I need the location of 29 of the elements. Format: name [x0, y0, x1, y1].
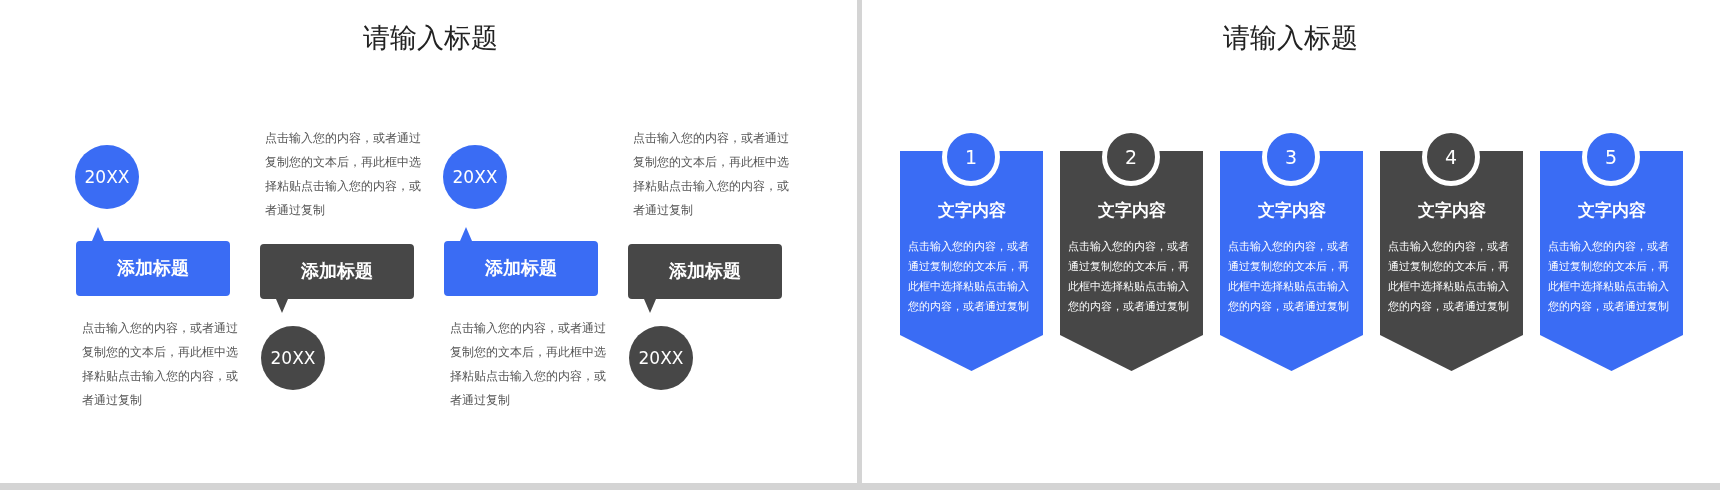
chevron-banner: [1380, 151, 1523, 371]
banner-heading: 文字内容: [936, 199, 1007, 222]
year-circle: 20XX: [443, 145, 507, 209]
banner-heading: 文字内容: [1416, 199, 1487, 222]
chevron-banner: [900, 151, 1043, 371]
description-text: 点击输入您的内容，或者通过复制您的文本后，再此框中选择粘贴点击输入您的内容，或者通过复制: [450, 320, 607, 409]
speech-bubble: 添加标题: [76, 227, 230, 296]
slide-title: 请输入标题: [361, 21, 499, 55]
description-text: 点击输入您的内容，或者通过复制您的文本后，再此框中选择粘贴点击输入您的内容，或者通过复制: [82, 320, 239, 409]
description-text: 点击输入您的内容，或者通过复制您的文本后，再此框中选择粘贴点击输入您的内容，或者通过复制: [265, 130, 422, 219]
banner-heading: 文字内容: [1096, 199, 1167, 222]
chevron-banner: [1540, 151, 1683, 371]
slide-title: 请输入标题: [1221, 21, 1359, 55]
description-text: 点击输入您的内容，或者通过复制您的文本后，再此框中选择粘贴点击输入您的内容，或者通过复制: [633, 130, 790, 219]
chevron-banner: [1060, 151, 1203, 371]
year-circle: 20XX: [261, 326, 325, 390]
banner-heading: 文字内容: [1576, 199, 1647, 222]
banner-text: 点击输入您的内容，或者通过复制您的文本后，再此框中选择粘贴点击输入您的内容，或者通过复制: [1228, 239, 1350, 315]
banner-text: 点击输入您的内容，或者通过复制您的文本后，再此框中选择粘贴点击输入您的内容，或者通过复制: [908, 239, 1030, 315]
banner-heading: 文字内容: [1256, 199, 1327, 222]
chevron-banner: [1220, 151, 1363, 371]
year-circle: 20XX: [629, 326, 693, 390]
banner-text: 点击输入您的内容，或者通过复制您的文本后，再此框中选择粘贴点击输入您的内容，或者通过复制: [1388, 239, 1510, 315]
banner-text: 点击输入您的内容，或者通过复制您的文本后，再此框中选择粘贴点击输入您的内容，或者通过复制: [1548, 239, 1670, 315]
speech-bubble: 添加标题: [628, 244, 782, 313]
banner-text: 点击输入您的内容，或者通过复制您的文本后，再此框中选择粘贴点击输入您的内容，或者通过复制: [1068, 239, 1190, 315]
speech-bubble: 添加标题: [260, 244, 414, 313]
year-circle: 20XX: [75, 145, 139, 209]
speech-bubble: 添加标题: [444, 227, 598, 296]
